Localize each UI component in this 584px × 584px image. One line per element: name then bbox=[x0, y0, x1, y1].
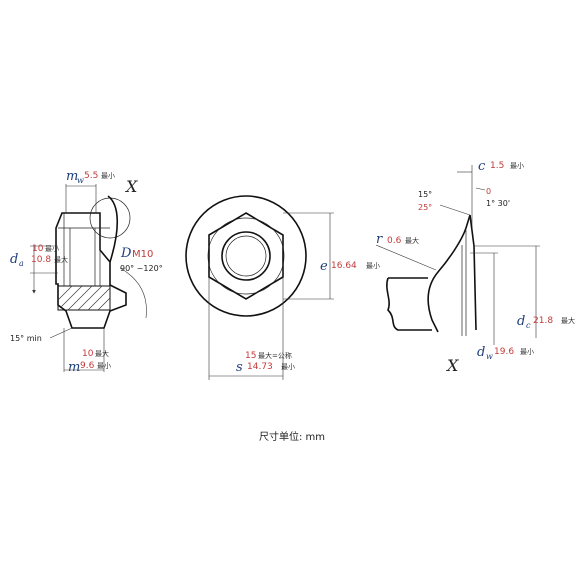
angle-1-30: 1° 30' bbox=[486, 199, 510, 208]
countersink-angle: 90° ~120° bbox=[120, 264, 163, 273]
bottom-angle-leader bbox=[49, 327, 73, 339]
bottom-angle: 15° min bbox=[10, 334, 42, 343]
m-symbol: m bbox=[68, 360, 80, 375]
e-value: 16.64 bbox=[331, 261, 357, 271]
thread-outer-circle bbox=[221, 231, 271, 281]
side-view: m w 5.5 最小 X d a 10 最小 10.8 最大 D M10 90°… bbox=[10, 169, 163, 375]
dc-subscript: c bbox=[526, 321, 531, 330]
angle-15: 15° bbox=[418, 190, 432, 199]
angle-leader bbox=[439, 204, 471, 216]
flange-curve bbox=[107, 195, 119, 263]
flange-profile bbox=[427, 214, 471, 333]
countersink-arc bbox=[119, 267, 147, 319]
s-max-value: 15 bbox=[245, 351, 256, 361]
detail-x-view: c 1.5 最小 15° 25° 0 1° 30' r 0.6 最大 d c 2… bbox=[375, 159, 575, 375]
flange-edge bbox=[469, 214, 477, 331]
r-symbol: r bbox=[376, 232, 383, 247]
c-qualifier: 最小 bbox=[510, 161, 524, 170]
mw-symbol: m bbox=[66, 169, 78, 184]
mw-subscript: w bbox=[77, 176, 84, 185]
da-subscript: a bbox=[19, 259, 24, 268]
hex-outline bbox=[208, 212, 284, 300]
angle-0: 0 bbox=[486, 187, 491, 196]
da-symbol: d bbox=[10, 252, 18, 267]
m-min-qualifier: 最小 bbox=[97, 361, 111, 370]
m-max-qualifier: 最大 bbox=[95, 349, 109, 358]
side-view-outline bbox=[55, 212, 127, 329]
dc-value: 21.8 bbox=[533, 316, 553, 326]
thread-d-value: M10 bbox=[132, 249, 153, 260]
top-view: e 16.64 最小 15 最大=公称 s 14.73 最小 bbox=[185, 195, 380, 380]
dw-qualifier: 最小 bbox=[520, 347, 534, 356]
angle-25: 25° bbox=[418, 203, 432, 212]
r-qualifier: 最大 bbox=[405, 236, 419, 245]
thread-d-symbol: D bbox=[120, 246, 132, 261]
s-max-qualifier: 最大=公称 bbox=[258, 351, 292, 360]
dc-symbol: d bbox=[517, 314, 525, 329]
da-max-value: 10.8 bbox=[31, 255, 51, 265]
mw-qualifier: 最小 bbox=[101, 171, 115, 180]
m-max-value: 10 bbox=[82, 349, 94, 359]
dw-symbol: d bbox=[477, 345, 485, 360]
dw-value: 19.6 bbox=[494, 347, 514, 357]
units-caption: 尺寸单位: mm bbox=[258, 432, 326, 443]
hex-inscribed-circle bbox=[207, 217, 285, 295]
mw-value: 5.5 bbox=[84, 171, 98, 181]
flange-outer-circle bbox=[185, 195, 307, 317]
da-min-value: 10 bbox=[32, 244, 44, 254]
thread-inner-circle bbox=[225, 235, 267, 277]
da-max-qualifier: 最大 bbox=[54, 255, 68, 264]
s-min-qualifier: 最小 bbox=[281, 362, 295, 371]
s-min-value: 14.73 bbox=[247, 362, 273, 372]
c-symbol: c bbox=[478, 159, 486, 174]
dw-subscript: w bbox=[486, 352, 493, 361]
da-min-qualifier: 最小 bbox=[45, 244, 59, 253]
angle-leader bbox=[475, 187, 486, 191]
body-stub bbox=[386, 277, 432, 331]
detail-x-title: X bbox=[445, 356, 459, 375]
section-hatching bbox=[57, 285, 111, 311]
dc-qualifier: 最大 bbox=[561, 316, 575, 325]
s-symbol: s bbox=[236, 360, 243, 375]
r-value: 0.6 bbox=[387, 236, 402, 246]
m-min-value: 9.6 bbox=[80, 361, 95, 371]
e-qualifier: 最小 bbox=[366, 261, 380, 270]
section-area bbox=[57, 285, 111, 311]
detail-x-label: X bbox=[124, 177, 138, 196]
e-symbol: e bbox=[320, 259, 328, 274]
r-leader bbox=[375, 244, 437, 271]
c-value: 1.5 bbox=[490, 161, 504, 171]
